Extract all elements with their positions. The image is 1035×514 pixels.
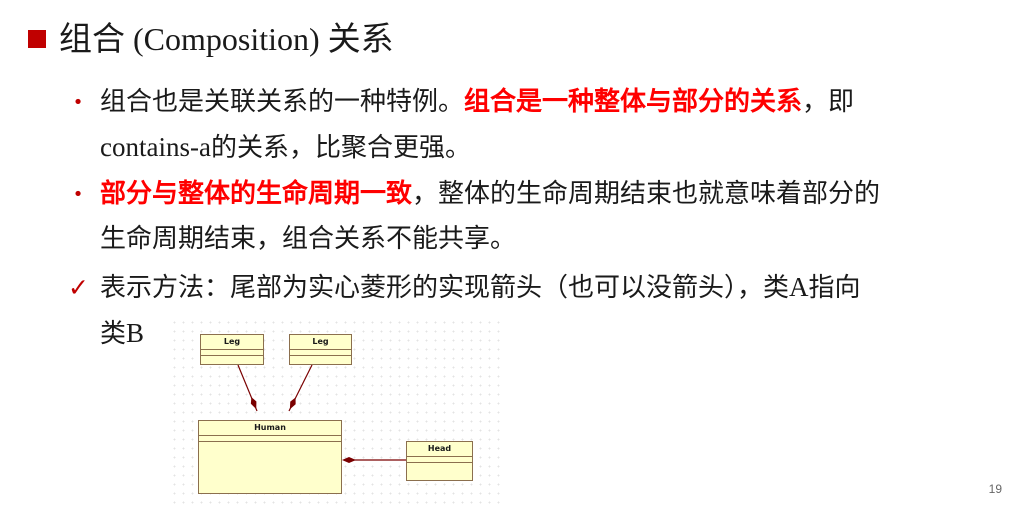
bullet-text-part: contains-a xyxy=(100,132,211,162)
bullet-text-part: A xyxy=(789,272,809,302)
uml-methods-compartment xyxy=(201,356,263,361)
uml-composition-diagram: Leg Leg Human Head xyxy=(170,318,502,510)
bullet-composition-definition: • 组合也是关联关系的一种特例。组合是一种整体与部分的关系，即 contains… xyxy=(68,80,1013,171)
checkmark-icon: ✓ xyxy=(68,273,89,302)
uml-attributes-compartment xyxy=(290,350,351,356)
bullet-text-part: 生命周期结束，组合关系不能共享。 xyxy=(100,224,517,254)
bullet-notation: ✓ 表示方法：尾部为实心菱形的实现箭头（也可以没箭头），类A指向 类B xyxy=(68,265,1013,357)
slide-title: 组合 (Composition) 关系 xyxy=(28,22,394,55)
bullet-text-part: 组合也是关联关系的一种特例。 xyxy=(100,87,465,117)
composition-diamond-icon xyxy=(342,457,356,463)
bullet-text-part: 的关系，比聚合更强。 xyxy=(210,133,471,163)
bullet-text: 表示方法：尾部为实心菱形的实现箭头（也可以没箭头），类A指向 类B xyxy=(100,265,1013,357)
uml-class-leg: Leg xyxy=(289,334,352,365)
uml-class-name: Leg xyxy=(290,335,351,350)
bullet-lifecycle: • 部分与整体的生命周期一致，整体的生命周期结束也就意味着部分的 生命周期结束，… xyxy=(68,172,1013,262)
bullet-text: 部分与整体的生命周期一致，整体的生命周期结束也就意味着部分的 生命周期结束，组合… xyxy=(100,172,1013,262)
uml-attributes-compartment xyxy=(199,436,341,442)
uml-class-name: Leg xyxy=(201,335,263,350)
bullet-highlight: 部分与整体的生命周期一致 xyxy=(100,179,413,209)
uml-attributes-compartment xyxy=(201,350,263,356)
uml-methods-compartment xyxy=(290,356,351,361)
uml-methods-compartment xyxy=(407,463,472,468)
bullet-text-part: 指向 xyxy=(808,273,861,303)
composition-diamond-icon xyxy=(289,397,296,410)
composition-diamond-icon xyxy=(250,397,257,410)
uml-class-human: Human xyxy=(198,420,342,494)
bullet-highlight: 组合是一种整体与部分的关系 xyxy=(464,87,803,117)
title-chinese: 组合 xyxy=(59,19,125,58)
uml-class-leg: Leg xyxy=(200,334,264,365)
bullet-dot-icon: • xyxy=(72,92,84,113)
title-bullet-square-icon xyxy=(28,29,46,48)
bullet-text-part: ，整体的生命周期结束也就意味着部分的 xyxy=(412,179,881,209)
uml-attributes-compartment xyxy=(407,457,472,463)
bullet-text-part: 类 xyxy=(100,319,127,349)
page-number: 19 xyxy=(988,482,1002,496)
bullet-dot-icon: • xyxy=(72,184,84,205)
title-suffix: 关系 xyxy=(327,19,394,58)
uml-methods-compartment xyxy=(199,442,341,447)
uml-class-head: Head xyxy=(406,441,473,481)
title-english: (Composition) xyxy=(133,20,320,57)
association-lines xyxy=(237,364,406,463)
uml-class-name: Human xyxy=(199,421,341,436)
bullet-text-part: ，即 xyxy=(802,87,855,117)
bullet-text: 组合也是关联关系的一种特例。组合是一种整体与部分的关系，即 contains-a… xyxy=(100,80,1013,171)
bullet-text-part: 表示方法：尾部为实心菱形的实现箭头（也可以没箭头），类 xyxy=(100,273,790,303)
bullet-text-part: B xyxy=(126,318,145,348)
uml-class-name: Head xyxy=(407,442,472,457)
